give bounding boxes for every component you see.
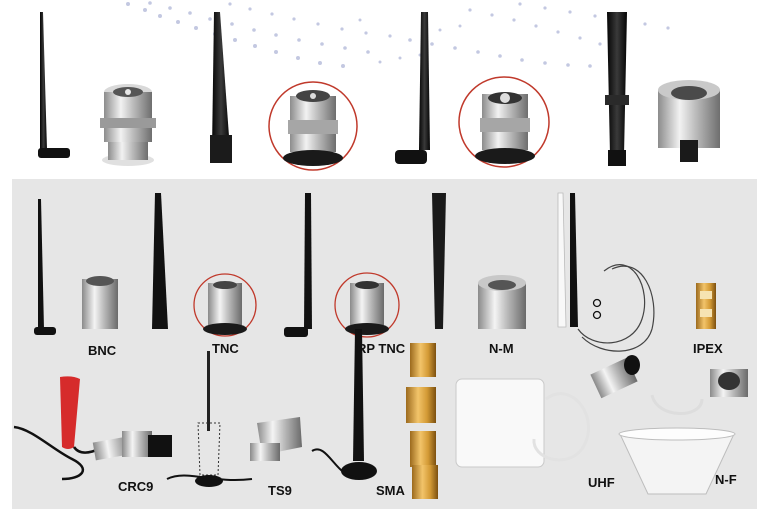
bnc-antenna-image <box>38 12 70 158</box>
crc9-antenna-image <box>13 376 113 481</box>
ipex-connector-image <box>696 283 716 329</box>
n-m-antenna-image <box>605 12 629 166</box>
bnc-antenna-small <box>34 199 56 335</box>
top-product-row <box>0 0 769 178</box>
tnc-antenna-image <box>210 12 232 163</box>
label-ipex: IPEX <box>693 341 723 356</box>
ipex-antennas-image <box>557 192 655 352</box>
label-ts9: TS9 <box>268 483 292 498</box>
rp-tnc-connector-small <box>334 272 400 338</box>
label-uhf: UHF <box>588 475 615 490</box>
tnc-antenna-small <box>152 193 168 329</box>
bnc-connector-small <box>82 276 118 329</box>
sma-connectors-image <box>406 343 438 499</box>
label-rp-tnc: RP TNC <box>357 341 406 356</box>
tnc-connector-small <box>193 273 257 337</box>
panel-antenna-image <box>455 378 590 468</box>
uhf-connector-image <box>590 355 640 399</box>
rp-tnc-antenna-image <box>395 12 430 164</box>
n-m-connector-image <box>658 80 720 162</box>
ts9-antenna-image <box>166 351 253 487</box>
rp-tnc-connector-image <box>458 76 550 168</box>
dot-pattern-decoration <box>126 1 670 68</box>
label-sma: SMA <box>376 483 405 498</box>
label-n-m: N-M <box>489 341 514 356</box>
n-f-connector-image <box>710 369 748 397</box>
label-tnc: TNC <box>212 341 239 356</box>
bnc-connector-image <box>100 84 156 166</box>
ceiling-antenna-image <box>618 394 736 495</box>
crc9-connector-image <box>92 431 172 461</box>
label-crc9: CRC9 <box>118 479 154 494</box>
n-m-antenna-small <box>432 193 446 329</box>
sma-antenna-image <box>311 329 377 480</box>
rp-tnc-antenna-small <box>284 193 312 337</box>
label-bnc: BNC <box>88 343 117 358</box>
ts9-connector-image <box>250 417 302 461</box>
bottom-product-photos <box>13 192 748 499</box>
label-n-f: N-F <box>715 472 737 487</box>
top-product-photos <box>38 1 720 171</box>
product-panel: BNC TNC RP TNC N-M IPEX CRC9 TS9 SMA UHF… <box>12 179 757 509</box>
n-m-connector-small <box>478 275 526 329</box>
tnc-connector-image <box>268 81 358 171</box>
